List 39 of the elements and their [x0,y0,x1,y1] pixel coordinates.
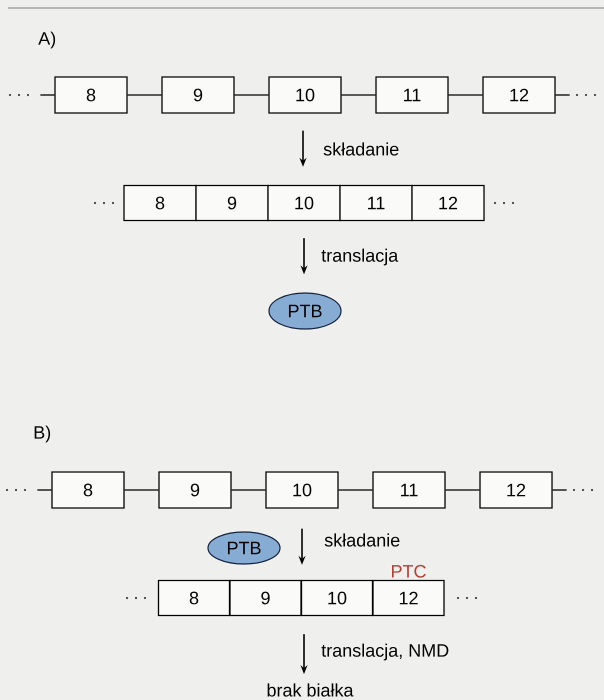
exon-box: 9 [158,471,232,509]
exon-box: 8 [54,76,128,114]
outcome-text: brak białka [268,683,354,697]
exon-box: 9 [161,76,235,114]
exon-box: 11 [372,471,446,509]
intron-line [234,94,268,96]
mrna-segment: 8 [123,184,197,222]
intron-line [552,489,567,491]
intron-line [37,489,52,491]
exon-box: 12 [482,76,556,114]
mrna-segment: 10 [300,580,374,616]
exon-box: 10 [265,471,339,509]
exon-box: 12 [479,471,553,509]
exon-box: 11 [375,76,449,114]
intron-line [446,489,480,491]
mrna-segment: 12 [372,580,445,616]
panel-label: A) [38,32,56,48]
edge-label: składanie [323,532,402,548]
mrna-segment: 9 [195,184,269,222]
intron-line [128,94,162,96]
mrna-segment: 12 [411,184,485,222]
codon-label: PTC [392,564,426,578]
edge-label: translacja [320,248,400,266]
mrna-segment: 8 [158,580,230,616]
mrna-segment: 10 [267,184,341,222]
mrna-segment: 9 [229,580,302,616]
intron-line [338,489,372,491]
edge-label: translacja, NMD [320,642,450,662]
intron-line [40,94,54,96]
intron-line [556,94,570,96]
exon-box: 10 [268,76,342,114]
intron-line [342,94,376,96]
edge-label: składanie [322,141,400,157]
panel-label: B) [34,426,50,442]
mrna-segment: 11 [339,184,413,222]
exon-box: 8 [51,471,125,509]
intron-line [448,94,482,96]
intron-line [124,489,158,491]
intron-line [232,489,266,491]
